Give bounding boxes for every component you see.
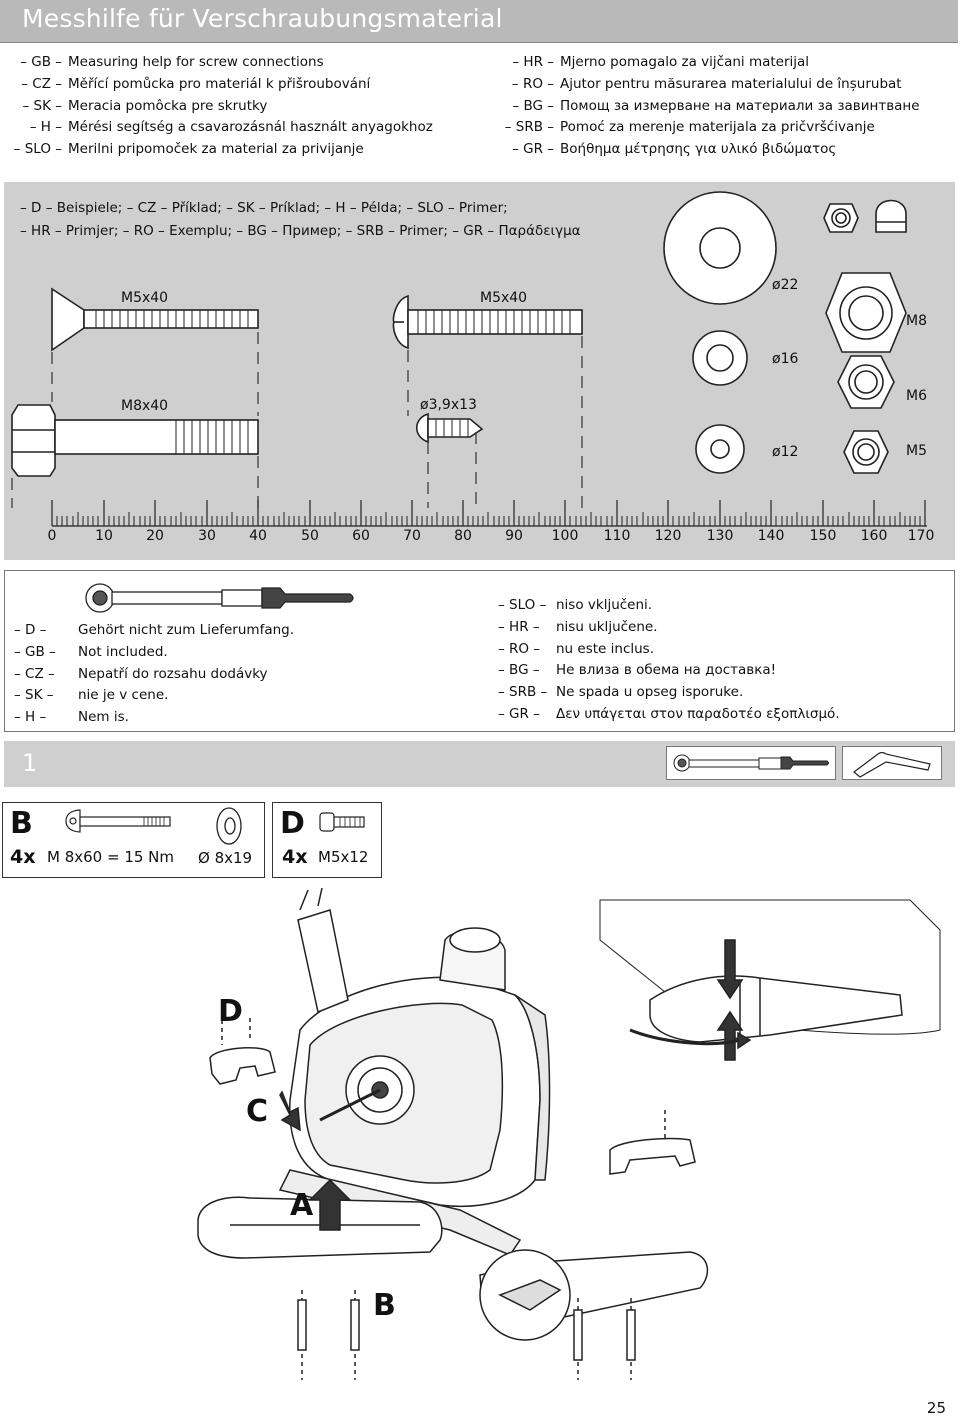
nc-row: – CZ –Nepatří do rozsahu dodávky xyxy=(14,665,268,682)
lang-row: – SK –Meracia pomôcka pre skrutky xyxy=(22,97,268,114)
not-included-list-right: – SLO –niso vključeni. – HR –nisu uključ… xyxy=(498,595,840,726)
assembly-illustration xyxy=(197,887,941,1380)
lang-row: – HR –Mjerno pomagalo za vijčani materij… xyxy=(512,54,810,70)
lang-row: – GB –Measuring help for screw connectio… xyxy=(20,54,324,70)
washer-22-icon xyxy=(663,191,777,305)
lang-row: – SLO –Merilni pripomoček za material za… xyxy=(13,141,364,158)
cap-nut-icon xyxy=(875,199,907,233)
language-list-right: – HR –Mjerno pomagalo za vijčani materij… xyxy=(496,52,920,161)
roundhead-screw-label: M5x40 xyxy=(480,290,528,306)
nut-m8-icon xyxy=(825,272,907,353)
scale-number: 90 xyxy=(505,528,523,544)
language-list-left: – GB –Measuring help for screw connectio… xyxy=(12,52,433,161)
nc-row: – GR –Δεν υπάγεται στον παραδοτέο εξοπλι… xyxy=(498,705,840,722)
countersunk-screw-label: M5x40 xyxy=(121,290,169,306)
examples-heading: – D – Beispiele; – CZ – Příklad; – SK – … xyxy=(20,197,581,243)
lang-row: – H –Mérési segítség a csavarozásnál has… xyxy=(29,119,433,136)
washer-16-label: ø16 xyxy=(772,351,799,367)
scale-number: 60 xyxy=(352,528,370,544)
nc-row: – HR –nisu uključene. xyxy=(498,618,658,635)
small-nut-icon xyxy=(823,203,859,233)
nc-row: – RO –nu este inclus. xyxy=(498,640,654,657)
scale-number: 160 xyxy=(860,528,888,544)
nut-m8-label: M8 xyxy=(906,313,927,329)
countersunk-screw-icon xyxy=(51,287,259,352)
washer-22-label: ø22 xyxy=(772,277,799,293)
assembly-label-a: A xyxy=(290,1188,314,1223)
nut-m6-icon xyxy=(837,355,895,409)
not-included-list-left: – D –Gehört nicht zum Lieferumfang. – GB… xyxy=(14,620,294,729)
small-screw-icon xyxy=(319,812,365,832)
scale-number: 120 xyxy=(654,528,682,544)
scale-number: 0 xyxy=(47,528,57,544)
washer-icon xyxy=(216,807,242,845)
assembly-label-c: C xyxy=(246,1094,269,1129)
nc-row: – BG –Не влиза в обема на доставка! xyxy=(498,662,777,679)
lang-row: – GR –Βοήθημα μέτρησης για υλικό βιδώματ… xyxy=(512,141,837,158)
nut-m6-label: M6 xyxy=(906,388,927,404)
ruler-minor-ticks xyxy=(56,512,921,526)
ruler-scale xyxy=(51,500,927,527)
nc-row: – SK –nie je v cene. xyxy=(14,687,169,704)
hex-bolt-label: M8x40 xyxy=(121,398,169,414)
scale-number: 140 xyxy=(757,528,785,544)
roundhead-screw-icon xyxy=(392,294,583,350)
scale-number: 80 xyxy=(454,528,472,544)
screw-spec: M5x12 xyxy=(318,848,369,866)
hex-bolt-icon xyxy=(11,404,259,477)
self-tapping-screw-icon xyxy=(415,412,484,444)
nc-row: – GB –Not included. xyxy=(14,643,168,660)
scale-number: 50 xyxy=(301,528,319,544)
parts-qty-b: 4x xyxy=(10,846,36,868)
parts-qty-d: 4x xyxy=(282,846,308,868)
title-bar: Messhilfe für Verschraubungsmaterial xyxy=(0,0,958,43)
nc-row: – D –Gehört nicht zum Lieferumfang. xyxy=(14,622,295,638)
allen-key-icon xyxy=(853,751,931,778)
long-bolt-icon xyxy=(65,809,171,833)
washer-16-icon xyxy=(692,330,748,386)
washer-spec: Ø 8x19 xyxy=(198,849,253,867)
nc-row: – SLO –niso vključeni. xyxy=(498,597,653,613)
lang-row: – RO –Ajutor pentru măsurarea materialul… xyxy=(511,75,902,92)
torque-wrench-icon xyxy=(85,583,354,613)
scale-number: 150 xyxy=(809,528,837,544)
measuring-panel xyxy=(4,182,955,560)
assembly-label-d: D xyxy=(218,994,243,1029)
page-title: Messhilfe für Verschraubungsmaterial xyxy=(22,4,503,33)
parts-letter-b: B xyxy=(10,806,33,841)
washer-12-label: ø12 xyxy=(772,444,799,460)
page-number: 25 xyxy=(926,1399,946,1417)
step-number: 1 xyxy=(22,749,38,777)
scale-number: 40 xyxy=(249,528,267,544)
lang-row: – SRB –Pomoć za merenje materijala za pr… xyxy=(504,119,875,136)
scale-number: 110 xyxy=(603,528,631,544)
parts-letter-d: D xyxy=(280,806,305,841)
scale-number: 130 xyxy=(706,528,734,544)
bolt-spec: M 8x60 = 15 Nm xyxy=(47,848,175,866)
scale-number: 20 xyxy=(146,528,164,544)
lang-row: – BG –Помощ за измерване на материали за… xyxy=(512,97,920,114)
scale-number: 100 xyxy=(551,528,579,544)
nc-row: – H –Nem is. xyxy=(14,709,129,726)
hardware-drawing xyxy=(11,191,927,527)
torque-wrench-small-icon xyxy=(673,754,829,772)
scale-number: 30 xyxy=(198,528,216,544)
assembly-label-b: B xyxy=(373,1288,396,1323)
nc-row: – SRB –Ne spada u opseg isporuke. xyxy=(498,684,744,701)
self-tap-screw-label: ø3,9x13 xyxy=(420,397,477,413)
scale-number: 70 xyxy=(403,528,421,544)
washer-12-icon xyxy=(695,424,745,474)
lang-row: – CZ –Měřící pomůcka pro materiál k přiš… xyxy=(21,75,371,92)
nut-m5-icon xyxy=(843,430,889,474)
scale-number: 10 xyxy=(95,528,113,544)
nut-m5-label: M5 xyxy=(906,443,927,459)
examples-line-1: – D – Beispiele; – CZ – Příklad; – SK – … xyxy=(20,200,508,216)
scale-number: 170 xyxy=(907,528,935,544)
parts-box-d xyxy=(272,802,382,878)
examples-line-2: – HR – Primjer; – RO – Exemplu; – BG – П… xyxy=(20,223,581,239)
